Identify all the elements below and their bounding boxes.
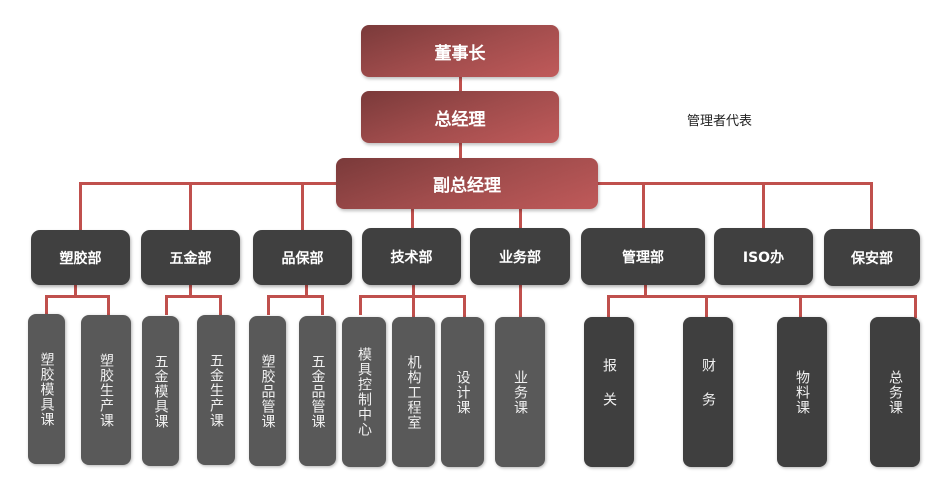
section-label: 总务课 — [887, 369, 903, 415]
connector-dept-7 — [762, 182, 765, 230]
section-label: 塑胶生产课 — [98, 352, 114, 428]
section-general-affairs[interactable]: 总务课 — [870, 317, 920, 467]
department-label: 技术部 — [390, 249, 433, 266]
section-hardware-qc[interactable]: 五金品管课 — [299, 316, 336, 466]
department-label: ISO办 — [742, 249, 785, 266]
connector-dept-6 — [642, 182, 645, 230]
section-label: 五金生产课 — [208, 352, 224, 428]
general-manager-label: 总经理 — [434, 109, 486, 130]
section-label: 模具控制中心 — [356, 347, 372, 437]
management-representative-note: 管理者代表 — [687, 114, 753, 129]
department-quality[interactable]: 品保部 — [253, 230, 352, 285]
connector-sec — [705, 295, 708, 318]
connector-sec-bus — [74, 285, 77, 297]
connector-sec-bus — [189, 285, 192, 297]
section-label: 财务 — [700, 358, 716, 426]
connector-sec-bus — [607, 295, 917, 298]
connector-bus-left — [79, 182, 337, 185]
general-manager-box[interactable]: 总经理 — [361, 91, 559, 143]
department-label: 业务部 — [499, 249, 541, 266]
connector-sec — [607, 295, 610, 318]
section-label: 机构工程室 — [405, 354, 422, 430]
connector-chairman-gm — [459, 77, 462, 93]
section-label: 塑胶模具课 — [38, 351, 55, 427]
department-label: 保安部 — [851, 250, 893, 267]
section-business[interactable]: 业务课 — [495, 317, 545, 467]
department-label: 塑胶部 — [59, 250, 102, 267]
section-mold-control-center[interactable]: 模具控制中心 — [342, 317, 386, 467]
section-hardware-production[interactable]: 五金生产课 — [197, 315, 235, 465]
connector-sec-bus — [267, 295, 324, 298]
connector-sec-bus — [165, 295, 222, 298]
connector-sec — [45, 295, 48, 315]
department-management[interactable]: 管理部 — [581, 228, 705, 285]
section-hardware-mold[interactable]: 五金模具课 — [142, 316, 179, 466]
section-mechanism-engineering[interactable]: 机构工程室 — [392, 317, 435, 467]
section-label: 设计课 — [454, 369, 471, 415]
connector-dept-8 — [870, 182, 873, 232]
connector-sec-bus — [412, 285, 415, 318]
section-label: 五金品管课 — [309, 353, 326, 429]
department-label: 品保部 — [281, 250, 324, 267]
connector-sec — [267, 295, 270, 315]
section-materials[interactable]: 物料课 — [777, 317, 827, 467]
connector-dept-5 — [519, 208, 522, 230]
connector-sec-bus — [305, 285, 308, 297]
section-label: 塑胶品管课 — [259, 353, 276, 429]
department-label: 五金部 — [169, 250, 212, 267]
connector-sec — [463, 295, 466, 318]
department-hardware[interactable]: 五金部 — [141, 230, 240, 285]
department-security[interactable]: 保安部 — [824, 229, 920, 286]
section-label: 物料课 — [794, 369, 810, 415]
connector-sec — [359, 295, 362, 315]
department-iso-office[interactable]: ISO办 — [714, 228, 813, 285]
section-label: 报关 — [601, 358, 617, 426]
department-technology[interactable]: 技术部 — [362, 228, 461, 285]
connector-sec — [107, 295, 110, 315]
connector-sec-bus — [644, 285, 647, 297]
connector-sec-bus — [359, 295, 466, 298]
section-plastic-mold[interactable]: 塑胶模具课 — [28, 314, 65, 464]
connector-sec-bus — [45, 295, 110, 298]
connector-sec — [914, 295, 917, 318]
section-label: 业务课 — [512, 369, 528, 415]
connector-gm-deputy — [459, 143, 462, 159]
section-customs[interactable]: 报关 — [584, 317, 634, 467]
connector-sec — [321, 295, 324, 315]
connector-dept-3 — [301, 182, 304, 230]
department-label: 管理部 — [622, 249, 664, 266]
chairman-box[interactable]: 董事长 — [361, 25, 559, 77]
connector-sec — [799, 295, 802, 318]
connector-bus-right — [598, 182, 872, 185]
chairman-label: 董事长 — [434, 43, 486, 64]
section-plastic-qc[interactable]: 塑胶品管课 — [249, 316, 286, 466]
connector-dept-2 — [189, 182, 192, 230]
deputy-general-manager-box[interactable]: 副总经理 — [336, 158, 598, 209]
connector-sec — [219, 295, 222, 315]
connector-sec — [519, 285, 522, 318]
section-label: 五金模具课 — [152, 353, 169, 429]
section-design[interactable]: 设计课 — [441, 317, 484, 467]
connector-dept-1 — [79, 182, 82, 230]
connector-dept-4 — [411, 208, 414, 230]
section-finance[interactable]: 财务 — [683, 317, 733, 467]
department-business[interactable]: 业务部 — [470, 228, 570, 285]
department-plastic[interactable]: 塑胶部 — [31, 230, 130, 285]
section-plastic-production[interactable]: 塑胶生产课 — [81, 315, 131, 465]
connector-sec — [165, 295, 168, 315]
deputy-general-manager-label: 副总经理 — [433, 176, 501, 196]
